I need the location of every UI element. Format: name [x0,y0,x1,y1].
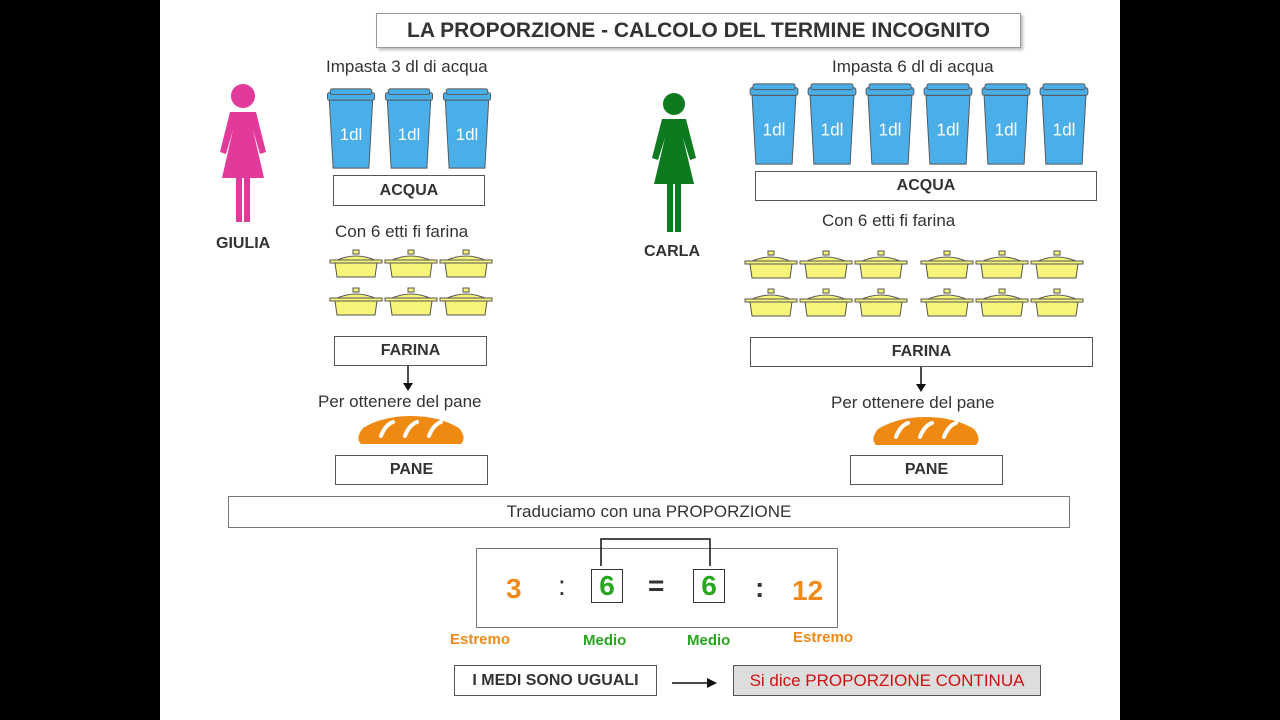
carla-bread-caption: Per ottenere del pane [831,393,995,412]
cup-label: 1dl [937,119,960,139]
carla-flour-label: FARINA [750,337,1093,367]
carla-pot-icon [744,250,798,279]
carla-pot-icon [744,288,798,317]
carla-cup-icon: 1dl [865,83,915,165]
proporzione-continua-box: Si dice PROPORZIONE CONTINUA [733,665,1041,696]
cup-label: 1dl [398,125,421,144]
cup-label: 1dl [995,119,1018,139]
cup-label: 1dl [340,125,363,144]
giulia-pot-icon [329,249,383,278]
carla-bread-icon [873,417,979,445]
giulia-pot-icon [384,287,438,316]
carla-cup-icon: 1dl [1039,83,1089,165]
label-estremo-d: Estremo [793,629,854,646]
term-d: 12 [792,575,824,606]
term-b: 6 [599,570,615,601]
cup-label: 1dl [879,119,902,139]
carla-cup-icon: 1dl [749,83,799,165]
medi-uguali-box: I MEDI SONO UGUALI [454,665,657,696]
term-b-box: 6 [591,569,623,603]
giulia-pot-icon [329,287,383,316]
carla-pot-icon [920,288,974,317]
carla-water-label: ACQUA [755,171,1097,201]
label-estremo-a: Estremo [450,631,511,648]
giulia-bread-caption: Per ottenere del pane [318,392,482,411]
colon-1: : [558,570,566,601]
proportion-box [476,548,838,628]
label-medio-b: Medio [583,632,627,649]
carla-pot-icon [1030,250,1084,279]
giulia-bread-icon [358,416,464,444]
carla-woman-icon [652,93,696,232]
carla-flour-caption: Con 6 etti fi farina [822,211,956,230]
carla-pot-icon [975,288,1029,317]
giulia-cup-icon: 1dl [384,88,434,169]
carla-cup-icon: 1dl [923,83,973,165]
carla-pot-icon [975,250,1029,279]
translate-box: Traduciamo con una PROPORZIONE [228,496,1070,528]
carla-pot-icon [854,250,908,279]
giulia-water-caption: Impasta 3 dl di acqua [326,57,488,76]
label-medio-c: Medio [687,632,731,649]
term-a: 3 [506,573,522,604]
cup-label: 1dl [763,119,786,139]
carla-pot-icon [920,250,974,279]
medi-bracket [600,538,711,566]
carla-bread-label: PANE [850,455,1003,485]
cup-label: 1dl [821,119,844,139]
giulia-flour-label: FARINA [334,336,487,366]
giulia-cup-icon: 1dl [326,88,376,169]
giulia-bread-label: PANE [335,455,488,485]
carla-cup-icon: 1dl [981,83,1031,165]
giulia-pot-icon [439,249,493,278]
giulia-name: GIULIA [216,235,271,252]
giulia-flour-caption: Con 6 etti fi farina [335,222,469,241]
carla-pot-icon [799,250,853,279]
slide: LA PROPORZIONE - CALCOLO DEL TERMINE INC… [160,0,1120,720]
carla-name: CARLA [644,243,700,260]
conclusion-arrow-icon [672,678,717,688]
cup-label: 1dl [456,125,479,144]
cup-label: 1dl [1053,119,1076,139]
carla-arrow-icon [916,367,926,392]
equals-sign: = [648,570,665,601]
term-c-box: 6 [693,569,725,603]
term-c: 6 [701,570,717,601]
carla-pot-icon [1030,288,1084,317]
giulia-pot-icon [439,287,493,316]
giulia-arrow-icon [403,366,413,391]
carla-cup-icon: 1dl [807,83,857,165]
slide-title: LA PROPORZIONE - CALCOLO DEL TERMINE INC… [376,13,1021,48]
carla-water-caption: Impasta 6 dl di acqua [832,57,994,76]
giulia-woman-icon [220,84,266,222]
giulia-water-label: ACQUA [333,175,485,206]
carla-pot-icon [854,288,908,317]
colon-2: : [755,572,765,603]
giulia-pot-icon [384,249,438,278]
giulia-cup-icon: 1dl [442,88,492,169]
carla-pot-icon [799,288,853,317]
